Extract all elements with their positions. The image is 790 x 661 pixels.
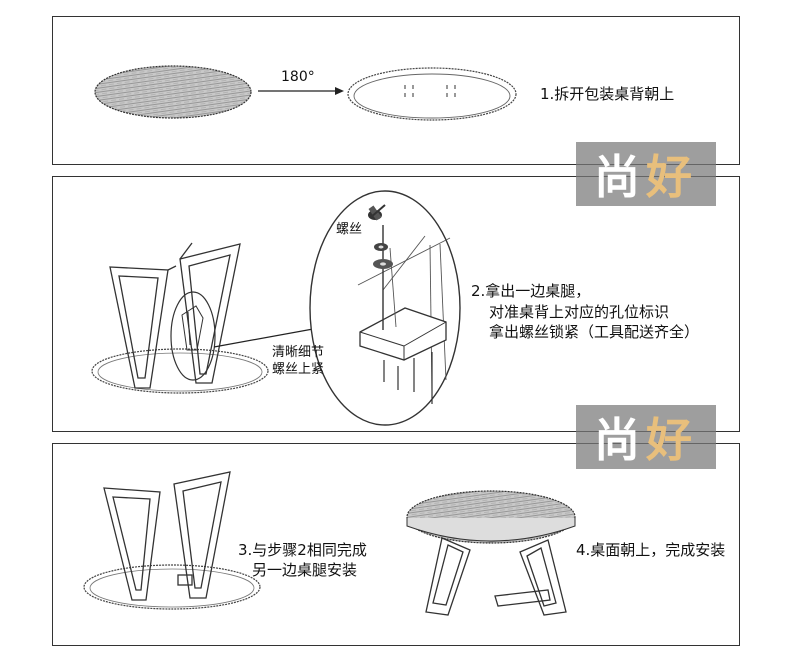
wood-tabletop: [95, 66, 251, 118]
tabletop-base-step3: [84, 565, 260, 609]
tabletop-back: [348, 68, 516, 120]
step2-line2: 对准桌背上对应的孔位标识: [471, 302, 699, 323]
watermark-char1: 尚: [594, 404, 646, 470]
step4-text: 4.桌面朝上，完成安装: [576, 540, 725, 560]
detail-label-line2: 螺丝上紧: [272, 362, 324, 379]
step3-line1: 3.与步骤2相同完成: [238, 540, 367, 560]
step2-line1: 2.拿出一边桌腿，: [471, 281, 699, 302]
rotate-arrow: [258, 87, 344, 95]
step2-line3: 拿出螺丝锁紧（工具配送齐全）: [471, 322, 699, 343]
step2-text: 2.拿出一边桌腿， 对准桌背上对应的孔位标识 拿出螺丝锁紧（工具配送齐全）: [471, 281, 699, 343]
watermark-logo-2: 尚好: [576, 405, 716, 469]
step1-text: 1.拆开包装桌背朝上: [540, 84, 674, 104]
watermark-logo-1: 尚好: [576, 142, 716, 206]
detail-label: 清晰细节 螺丝上紧: [272, 345, 324, 379]
step3-text: 3.与步骤2相同完成 另一边桌腿安装: [238, 540, 367, 581]
step3-line2: 另一边桌腿安装: [238, 560, 367, 580]
watermark-char2: 好: [646, 404, 698, 470]
finished-table: [407, 491, 575, 615]
watermark-char1: 尚: [594, 141, 646, 207]
detail-label-line1: 清晰细节: [272, 345, 324, 362]
watermark-char2: 好: [646, 141, 698, 207]
rotate-label: 180°: [281, 68, 315, 87]
screw-label: 螺丝: [336, 221, 362, 239]
detail-circle-large: [310, 191, 460, 425]
